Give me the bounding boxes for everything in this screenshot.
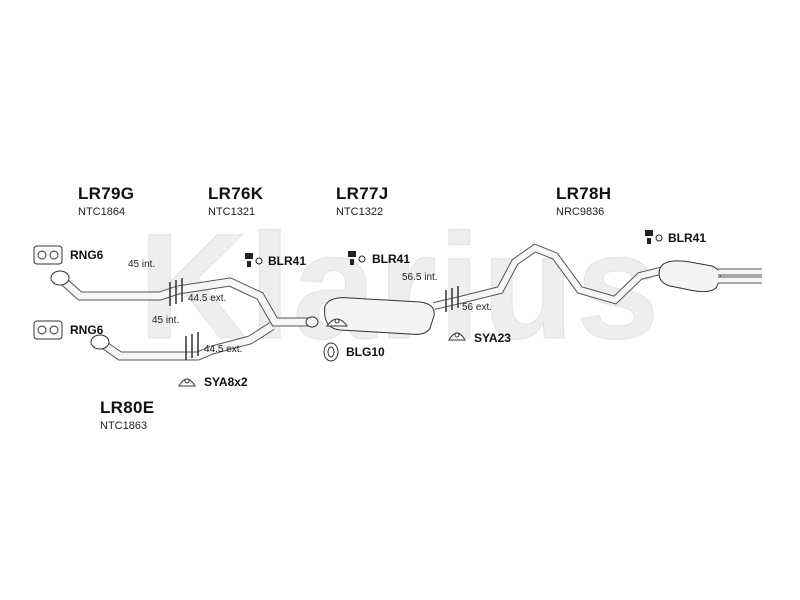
- gasket-icon: [33, 320, 63, 340]
- rubber-mount-icon: [348, 251, 366, 265]
- fitting-label-sya23: SYA23: [474, 331, 511, 345]
- clamp-icon: [178, 378, 196, 387]
- ring-icon: [323, 342, 339, 362]
- fitting-label-blg10: BLG10: [346, 345, 385, 359]
- part-label-lr79g: LR79G NTC1864: [78, 184, 134, 218]
- gasket-icon: [33, 245, 63, 265]
- dimension-label: 45 int.: [152, 315, 180, 326]
- dimension-label: 56 ext.: [462, 302, 493, 313]
- part-code: LR79G: [78, 184, 135, 203]
- fitting-label-rng6: RNG6: [70, 248, 104, 262]
- rubber-mount-icon: [245, 253, 263, 267]
- rear-silencer: [658, 260, 762, 293]
- dimension-label: 45 int.: [128, 259, 156, 270]
- fitting-label-blr41: BLR41: [372, 252, 411, 266]
- rear-pipe: [459, 243, 673, 305]
- part-ref: NTC1322: [336, 206, 384, 218]
- part-ref: NTC1321: [208, 206, 256, 218]
- fitting-label-rng6: RNG6: [70, 323, 104, 337]
- part-ref: NTC1863: [100, 420, 148, 432]
- dimension-label: 44.5 ext.: [188, 293, 227, 304]
- front-pipe-lower: [90, 334, 214, 361]
- clamp-icon: [326, 318, 348, 327]
- part-label-lr80e: LR80E NTC1863: [100, 398, 154, 432]
- part-code: LR78H: [556, 184, 612, 203]
- part-ref: NTC1864: [78, 206, 126, 218]
- part-label-lr76k: LR76K NTC1321: [208, 184, 263, 218]
- joint-markers: [169, 278, 459, 360]
- y-pipe: [177, 277, 319, 355]
- dimension-label: 56.5 int.: [402, 272, 438, 283]
- part-ref: NRC9836: [556, 206, 605, 218]
- fitting-label-blr41: BLR41: [668, 231, 707, 245]
- part-code: LR80E: [100, 398, 155, 417]
- fitting-label-sya8x2: SYA8x2: [204, 375, 248, 389]
- part-label-lr77j: LR77J NTC1322: [336, 184, 389, 218]
- part-code: LR77J: [336, 184, 389, 203]
- part-label-lr78h: LR78H NRC9836: [556, 184, 611, 218]
- part-code: LR76K: [208, 184, 264, 203]
- fitting-label-blr41: BLR41: [268, 254, 307, 268]
- dimension-label: 44.5 ext.: [204, 344, 243, 355]
- clamp-icon: [448, 332, 466, 341]
- center-silencer: [324, 296, 461, 335]
- front-pipe-upper: [50, 270, 180, 301]
- rubber-mount-icon: [645, 230, 663, 244]
